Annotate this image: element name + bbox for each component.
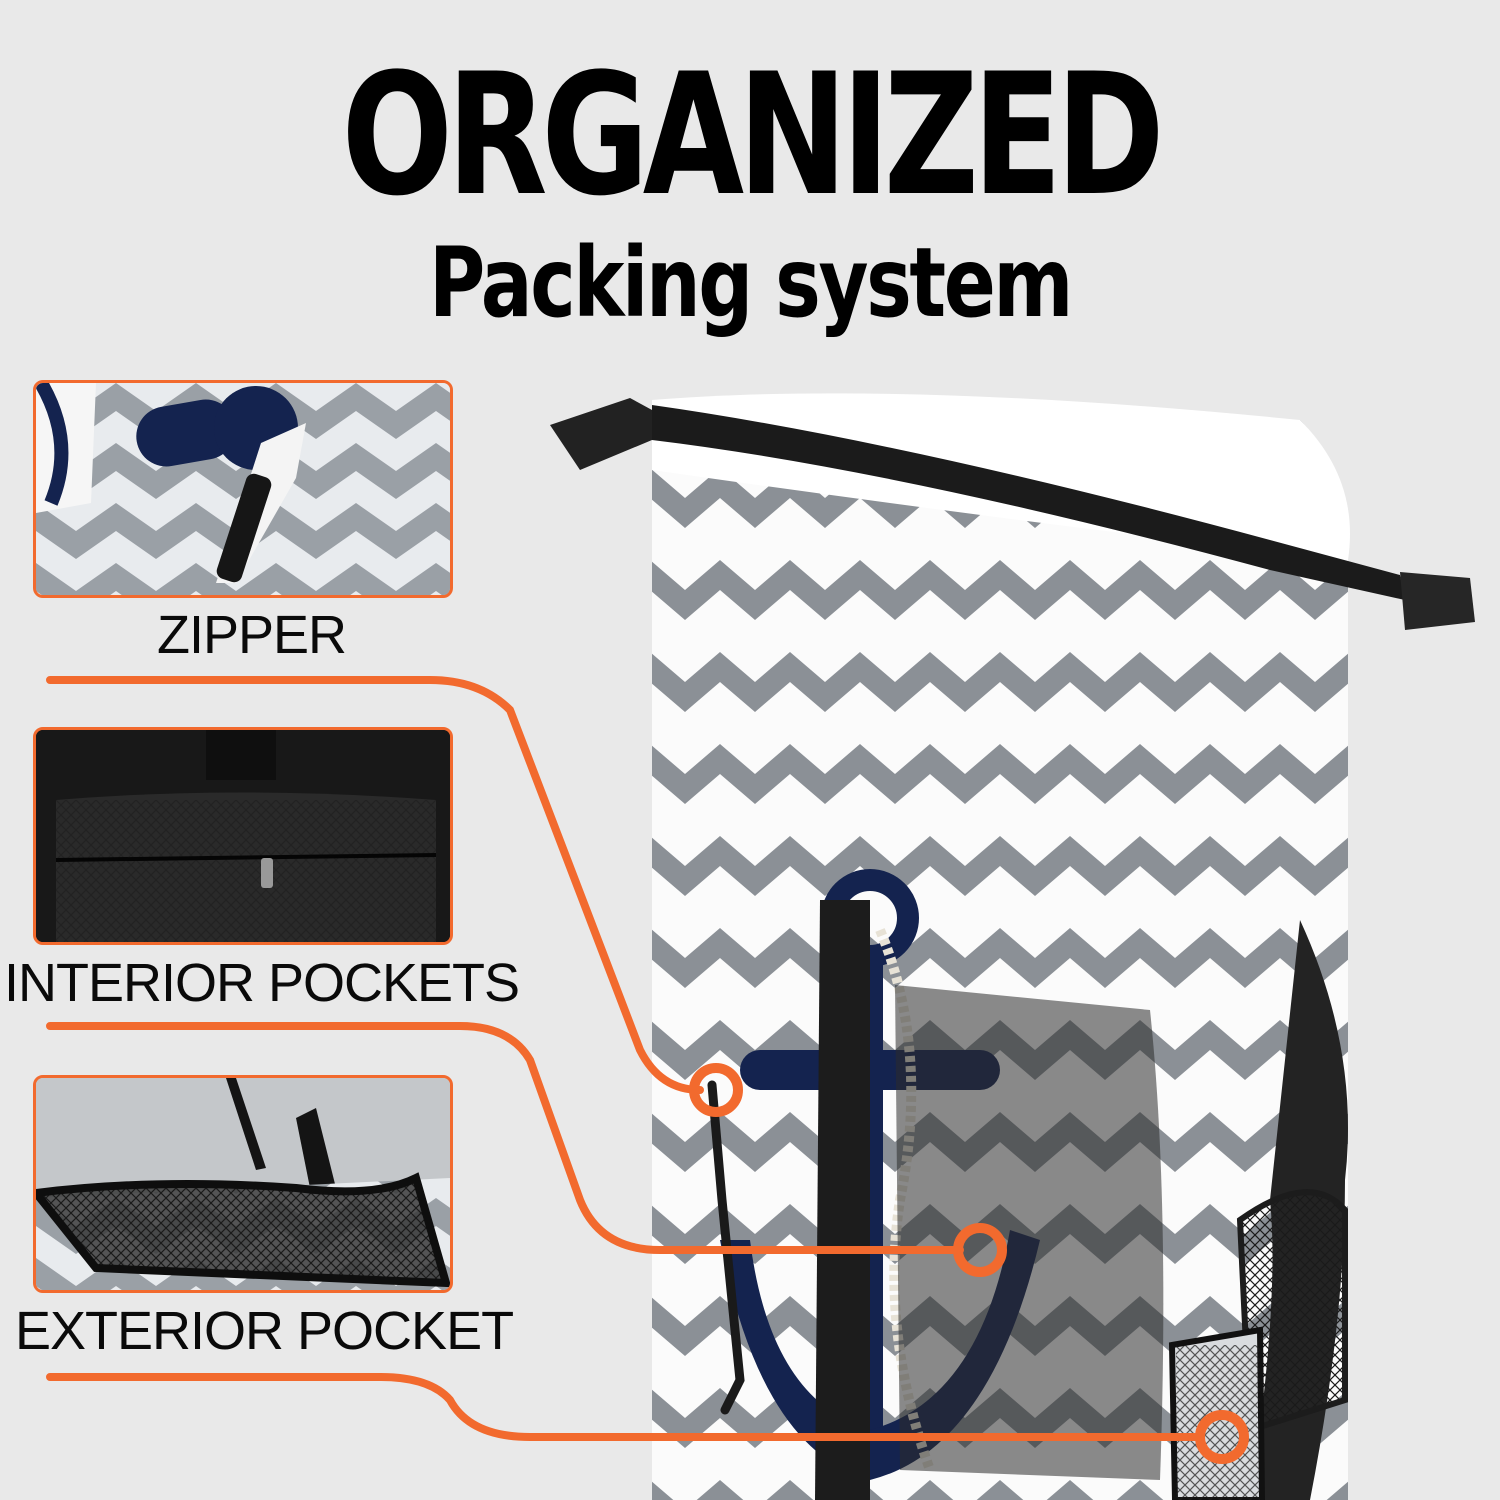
interior-mesh-pocket xyxy=(895,985,1164,1480)
feature-label-zipper: ZIPPER xyxy=(157,605,347,665)
callout-lines xyxy=(46,676,1199,1441)
marker-exterior xyxy=(1195,1410,1249,1464)
headline-subtitle: Packing system xyxy=(428,227,1073,339)
buckle-right xyxy=(1400,572,1475,630)
callout-exterior xyxy=(46,1373,1199,1441)
buckle-left xyxy=(550,398,652,470)
feature-label-interior-pockets: INTERIOR POCKETS xyxy=(4,953,520,1013)
exterior-pocket-illustration xyxy=(36,1078,450,1290)
exterior-pocket-image xyxy=(33,1075,453,1293)
callout-zipper xyxy=(46,676,704,1094)
marker-zipper xyxy=(689,1063,743,1117)
interior-pockets-image xyxy=(33,727,453,945)
backpack xyxy=(550,393,1475,1500)
callout-interior xyxy=(46,1022,964,1254)
shoulder-strap-left xyxy=(815,900,870,1500)
interior-pockets-illustration xyxy=(36,730,450,942)
feature-label-exterior-pocket: EXTERIOR POCKET xyxy=(15,1301,514,1361)
back-panel xyxy=(1236,1189,1348,1435)
zipper-pull xyxy=(707,1080,745,1415)
headline-title: ORGANIZED xyxy=(341,37,1165,233)
zipper-closeup-illustration xyxy=(36,383,450,595)
roll-strap xyxy=(652,405,1405,600)
callout-markers xyxy=(689,1063,1249,1464)
zipper-closeup-image xyxy=(33,380,453,598)
marker-interior xyxy=(953,1223,1007,1277)
